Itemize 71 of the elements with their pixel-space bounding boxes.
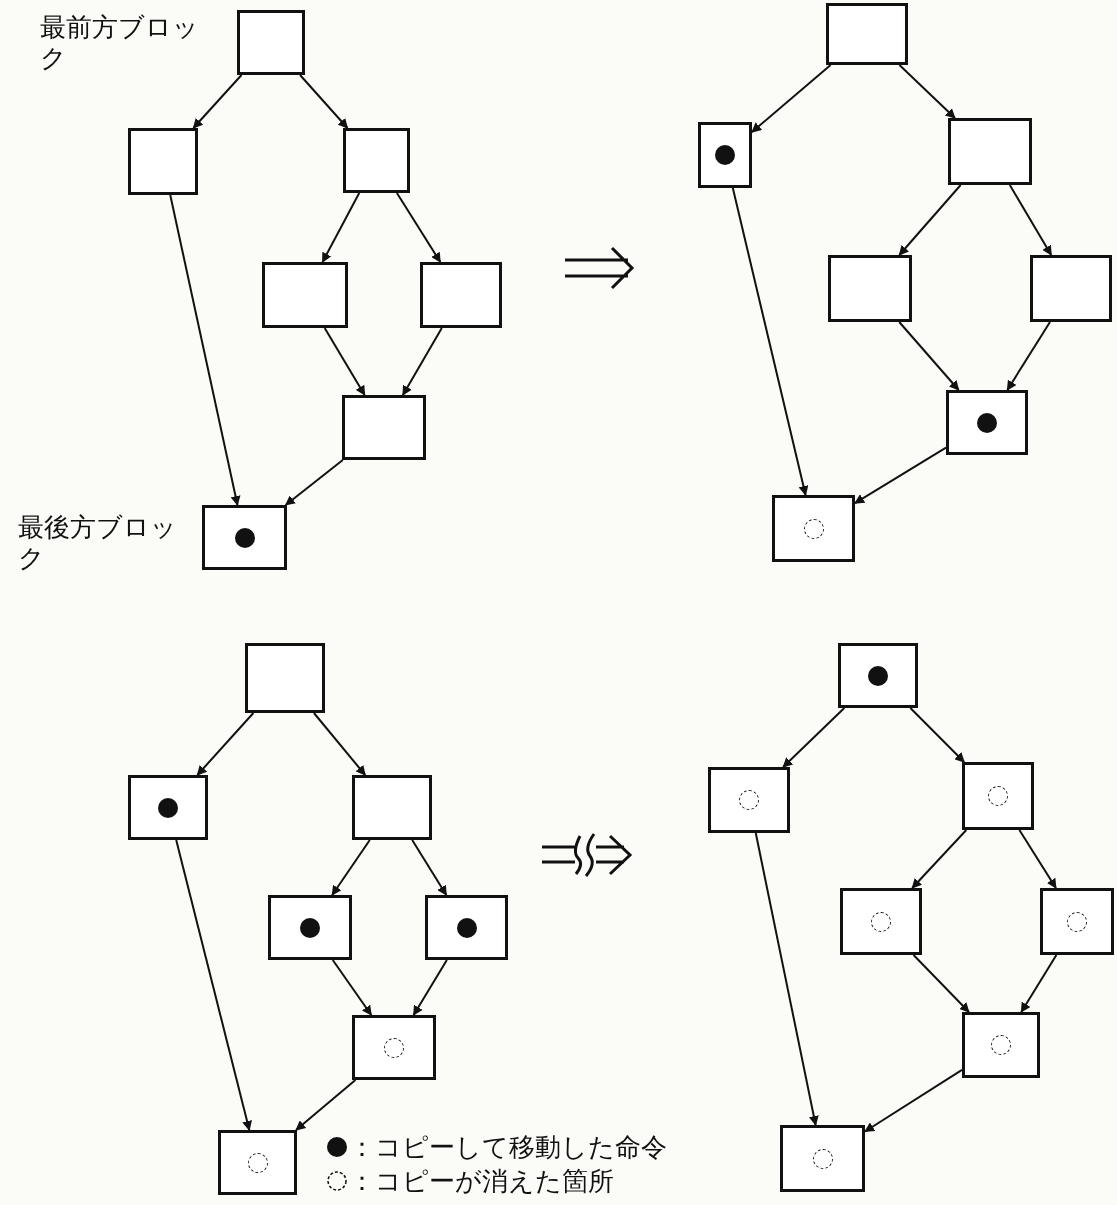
arrow xyxy=(411,839,448,896)
arrow xyxy=(323,327,366,396)
arrow xyxy=(196,712,255,776)
block-box xyxy=(838,643,918,708)
arrow xyxy=(169,194,241,506)
block-box xyxy=(245,643,325,713)
block-box xyxy=(698,122,752,188)
block-box xyxy=(342,395,426,460)
arrow xyxy=(331,959,373,1016)
block-box xyxy=(828,255,912,322)
filled-dot xyxy=(158,797,178,818)
arrow xyxy=(1018,829,1057,889)
block-box xyxy=(772,495,855,562)
legend-text: ：コピーして移動した命令 xyxy=(349,1130,667,1164)
arrow xyxy=(751,64,832,133)
block-box xyxy=(343,128,410,193)
arrow xyxy=(321,192,361,263)
arrow xyxy=(1008,184,1053,256)
arrow xyxy=(911,829,968,889)
block-box xyxy=(826,3,908,65)
block-box xyxy=(218,1130,297,1195)
arrow xyxy=(299,74,349,129)
block-box xyxy=(948,118,1032,185)
arrow xyxy=(912,954,970,1013)
block-box xyxy=(420,262,502,328)
arrow xyxy=(175,839,252,1131)
arrow xyxy=(295,1079,357,1131)
block-box xyxy=(840,888,922,955)
filled-dot xyxy=(868,665,888,686)
block-box xyxy=(352,775,432,840)
arrow xyxy=(898,184,962,256)
block-box xyxy=(946,390,1028,455)
block-box xyxy=(128,775,208,840)
block-box xyxy=(237,10,305,75)
filled-dot xyxy=(234,527,255,548)
legend-text: ：コピーが消えた箇所 xyxy=(349,1164,614,1198)
arrow xyxy=(395,192,442,263)
filled-dot xyxy=(977,412,997,433)
arrow xyxy=(854,446,947,505)
filled-dot xyxy=(715,145,735,165)
block-box xyxy=(352,1015,436,1080)
filled-dot xyxy=(456,917,477,938)
arrow xyxy=(754,832,819,1126)
block-box xyxy=(268,895,352,960)
arrow xyxy=(731,187,809,496)
block-box xyxy=(1030,255,1112,322)
block-box xyxy=(708,767,790,833)
arrow xyxy=(192,74,243,129)
filled-dot xyxy=(300,917,320,938)
block-box xyxy=(780,1125,865,1192)
block-box xyxy=(128,128,198,195)
arrow xyxy=(782,707,846,768)
block-box xyxy=(1040,888,1114,955)
arrow xyxy=(898,64,956,119)
arrow xyxy=(331,839,371,896)
arrow xyxy=(1006,321,1051,391)
block-label: 最後方ブロック xyxy=(18,512,178,575)
block-box xyxy=(962,1012,1040,1078)
block-label: 最前方ブロック xyxy=(40,12,200,75)
block-box xyxy=(202,505,287,570)
arrow xyxy=(284,459,344,506)
arrow xyxy=(864,1068,963,1133)
arrow xyxy=(1020,954,1058,1013)
arrow xyxy=(312,712,367,776)
block-box xyxy=(425,895,508,960)
arrow xyxy=(412,959,448,1016)
arrow xyxy=(401,327,443,396)
block-box xyxy=(262,262,348,328)
arrow xyxy=(909,707,966,763)
block-box xyxy=(962,762,1034,830)
arrow xyxy=(898,321,960,391)
